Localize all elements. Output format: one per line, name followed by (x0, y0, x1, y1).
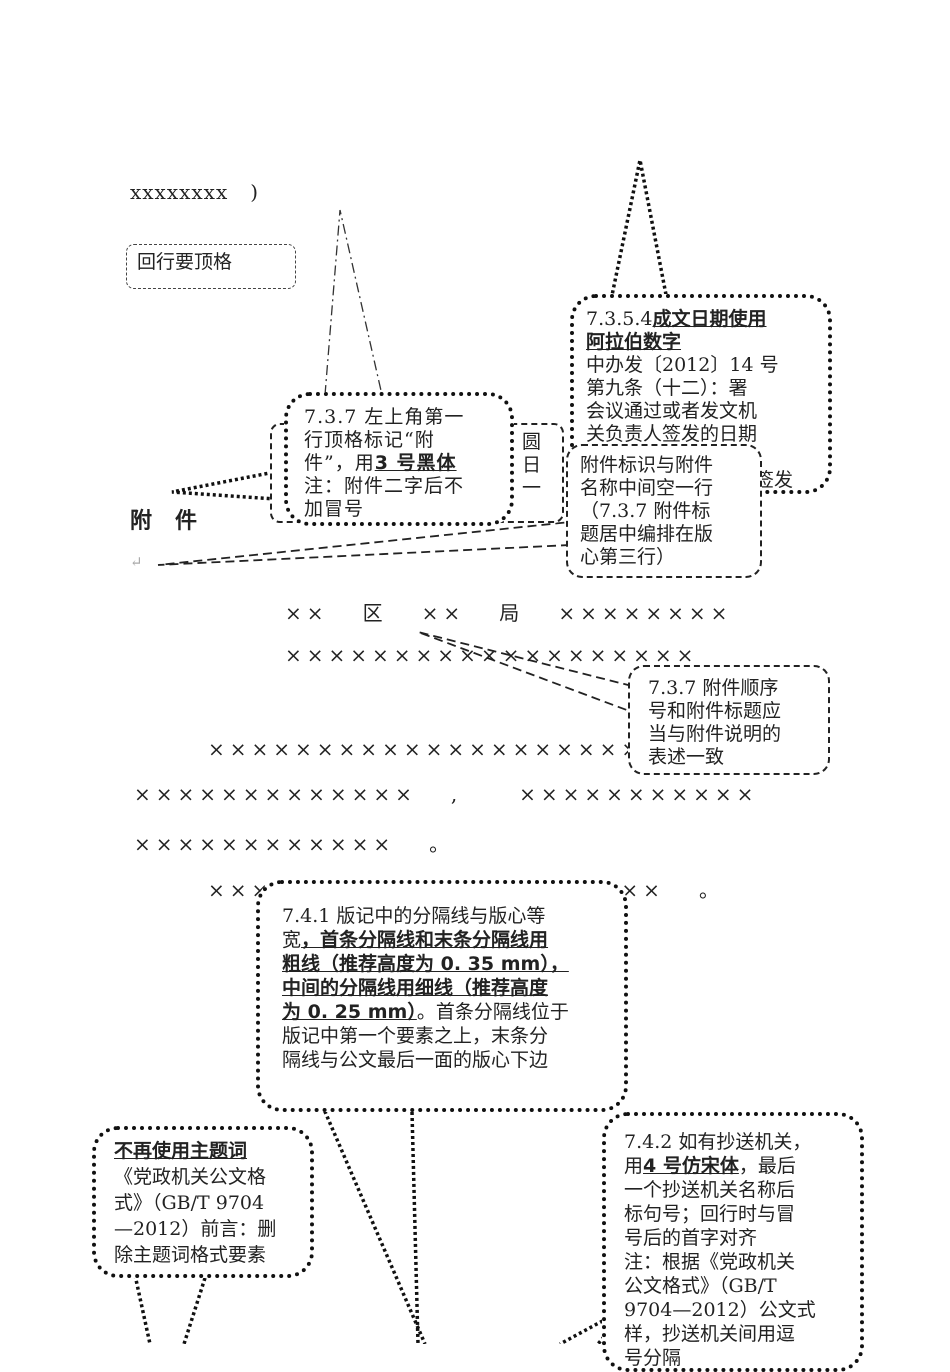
callout-cc-line-2b: 4 号仿宋体 (643, 1155, 739, 1177)
callout-order-line-3: 当与附件说明的 (648, 723, 782, 745)
callout-separator-line-4: 中间的分隔线用细线（推荐高度 (282, 977, 549, 999)
callout-date-title: 成文日期使用 (652, 308, 767, 330)
doc-line-5: ×××××××××××× 。 (134, 832, 455, 856)
callout-return-indent-text: 回行要顶格 (137, 251, 233, 273)
callout-date-line-4: 关负责人签发的日期 (586, 423, 758, 445)
callout-cc-line-3: 一个抄送机关名称后 (624, 1179, 796, 1201)
callout-subject-line-4: 除主题词格式要素 (114, 1244, 267, 1266)
callout-spacing: 附件标识与附件 名称中间空一行 （7.3.7 附件标 题居中编排在版 心第三行） (566, 444, 762, 578)
callout-date-number: 7.3.5.4 (586, 308, 653, 330)
separator-pointer-right (410, 1111, 420, 1344)
callout-separator-line-1: 7.4.1 版记中的分隔线与版心等 (282, 905, 546, 927)
doc-line-2: ××××××××××××××××××× (285, 643, 699, 667)
callout-date-line-1: 中办发〔2012〕14 号 (586, 354, 779, 376)
callout-cc-line-10: 号分隔 (624, 1347, 682, 1369)
callout-separator-line-5a: 为 0. 25 mm） (282, 1001, 417, 1023)
callout-separator-line-5b: 。首条分隔线位于 (416, 1001, 569, 1023)
callout-attachment-line-2: 行顶格标记“附 (304, 429, 435, 451)
callout-spacing-line-5: 心第三行） (580, 546, 676, 568)
callout-separator: 7.4.1 版记中的分隔线与版心等 宽，首条分隔线和末条分隔线用 粗线（推荐高度… (256, 880, 628, 1112)
callout-return-indent: 回行要顶格 (126, 244, 296, 289)
callout-order-line-4: 表述一致 (648, 746, 725, 768)
cc-pointer (559, 1316, 609, 1344)
callout-subject: 不再使用主题词 《党政机关公文格 式》（GB/T 9704 —2012）前言：删… (92, 1126, 314, 1278)
callout-cc-line-8: 9704—2012）公文式 (624, 1299, 816, 1321)
callout-spacing-line-4: 题居中编排在版 (580, 523, 714, 545)
date-pointer (607, 159, 671, 307)
callout-cc-line-4: 标句号；回行时与冒 (624, 1203, 796, 1225)
callout-cc-line-2c: ，最后 (738, 1155, 796, 1177)
doc-line-3: ×××××××××××××××××××× (208, 737, 644, 761)
callout-attachment-bold: 3 号黑体 (374, 452, 457, 474)
callout-date-line-2: 第九条（十二）：署 (586, 377, 748, 399)
callout-subject-line-2: 式》（GB/T 9704 (114, 1192, 265, 1214)
callout-separator-line-6: 版记中第一个要素之上，末条分 (282, 1025, 549, 1047)
callout-date-title-2: 阿拉伯数字 (586, 331, 682, 353)
callout-spacing-line-1: 附件标识与附件 (580, 454, 714, 476)
top-line: xxxxxxxx ) (130, 180, 260, 204)
callout-cc-line-5: 号后的首字对齐 (624, 1227, 758, 1249)
subject-pointer (133, 1274, 152, 1344)
callout-attachment-line-4: 注：附件二字后不 (304, 475, 465, 497)
callout-subject-line-1: 《党政机关公文格 (114, 1166, 267, 1188)
backdrop-char-3: 一 (522, 477, 542, 499)
backdrop-char-1: 圆 (522, 431, 542, 453)
callout-separator-line-2b: ，首条分隔线和末条分隔线用 (301, 929, 549, 951)
callout-attachment-line-1: 7.3.7 左上角第一 (304, 406, 465, 428)
callout-spacing-line-2: 名称中间空一行 (580, 477, 714, 499)
callout-attachment-line-3: 件”，用 (304, 452, 375, 474)
subject-pointer-right (182, 1277, 207, 1344)
callout-separator-line-2a: 宽 (282, 929, 302, 951)
callout-attachment-line-5: 加冒号 (304, 498, 365, 520)
callout-order-line-2: 号和附件标题应 (648, 700, 782, 722)
backdrop-char-2: 日 (522, 454, 542, 476)
return-indent-pointer (324, 209, 383, 396)
callout-separator-line-7: 隔线与公文最后一面的版心下边 (282, 1049, 549, 1071)
doc-line-4: ××××××××××××× , ××××××××××× (134, 782, 759, 806)
callout-separator-line-3: 粗线（推荐高度为 0. 35 mm）， (282, 953, 569, 975)
callout-cc-line-9: 样，抄送机关间用逗 (624, 1323, 796, 1345)
callout-date-line-3: 会议通过或者发文机 (586, 400, 758, 422)
callout-order-line-1: 7.3.7 附件顺序 (648, 677, 779, 699)
separator-pointer (318, 1099, 427, 1344)
spacing-pointer (157, 521, 571, 566)
callout-subject-line-3: —2012）前言：删 (114, 1218, 277, 1240)
callout-order: 7.3.7 附件顺序 号和附件标题应 当与附件说明的 表述一致 (628, 665, 830, 775)
callout-attachment-mark: 7.3.7 左上角第一 行顶格标记“附 件”，用3 号黑体 注：附件二字后不 加… (284, 392, 514, 526)
callout-cc-line-2a: 用 (624, 1155, 644, 1177)
callout-cc-line-7: 公文格式》（GB/T (624, 1275, 777, 1297)
doc-line-1: ×× 区 ×× 局 ×××××××× (285, 601, 733, 625)
return-mark: ↵ (130, 553, 143, 571)
callout-spacing-line-3: （7.3.7 附件标 (580, 500, 711, 522)
order-pointer (417, 631, 633, 713)
callout-cc: 7.4.2 如有抄送机关， 用4 号仿宋体，最后 一个抄送机关名称后 标句号；回… (602, 1112, 864, 1372)
attachment-title: 附 件 (130, 509, 197, 534)
callout-subject-title: 不再使用主题词 (114, 1140, 248, 1162)
callout-cc-line-6: 注：根据《党政机关 (624, 1251, 796, 1273)
callout-pointers (133, 159, 671, 1344)
callout-cc-line-1: 7.4.2 如有抄送机关， (624, 1131, 812, 1153)
